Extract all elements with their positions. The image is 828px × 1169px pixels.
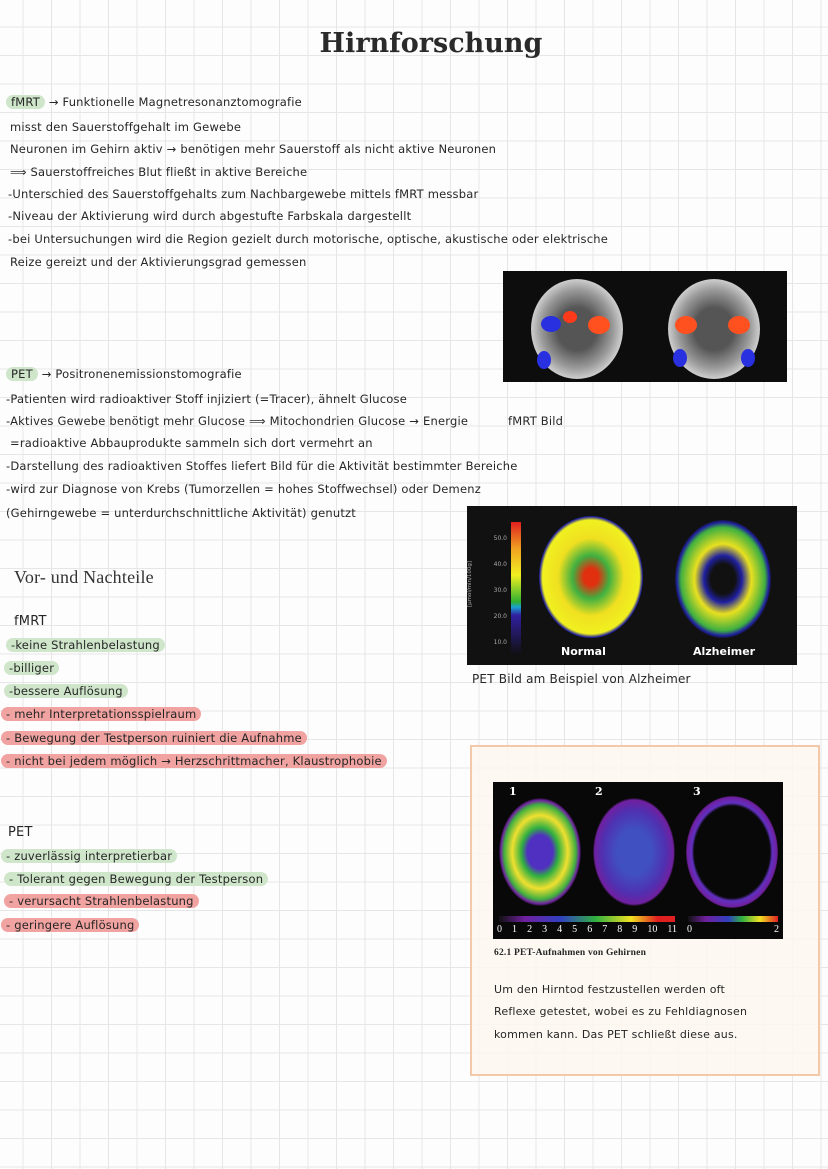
pros-cons-heading: Vor- und Nachteile xyxy=(14,567,154,587)
pro-item: -billiger xyxy=(4,661,60,675)
alzheimer-label: Alzheimer xyxy=(693,645,756,658)
pro-item: -keine Strahlenbelastung xyxy=(6,638,165,652)
fmrt-line: Reize gereizt und der Aktivierungsgrad g… xyxy=(10,255,307,269)
panel-label: 1 xyxy=(509,785,517,798)
fmrt-pros-cons-heading: fMRT xyxy=(14,614,47,629)
con-item: - mehr Interpretationsspielraum xyxy=(1,707,202,721)
fmrt-line: -Niveau der Aktivierung wird durch abges… xyxy=(8,209,412,223)
con-item: - verursacht Strahlenbelastung xyxy=(4,894,199,908)
con-item: - geringere Auflösung xyxy=(1,918,140,932)
brain-panel-3 xyxy=(686,796,778,908)
pro-item: - Tolerant gegen Bewegung der Testperson xyxy=(4,872,269,886)
fmrt-image xyxy=(503,271,787,382)
box-note-line: Reflexe getestet, wobei es zu Fehldiagno… xyxy=(494,1005,748,1018)
pet-line: -Darstellung des radioaktiven Stoffes li… xyxy=(6,459,518,473)
fmrt-line: -bei Untersuchungen wird die Region gezi… xyxy=(8,232,608,246)
brain-normal xyxy=(539,516,643,638)
fmrt-fullname: → Funktionelle Magnetresonanztomografie xyxy=(48,95,302,109)
scale-unit: [µmol/min/100g] xyxy=(467,560,474,608)
pet-fullname: → Positronenemissionstomografie xyxy=(41,367,242,381)
fmrt-image-caption: fMRT Bild xyxy=(508,414,564,428)
con-item: - nicht bei jedem möglich → Herzschrittm… xyxy=(1,754,387,768)
box-note-line: kommen kann. Das PET schließt diese aus. xyxy=(494,1028,738,1041)
box-note-line: Um den Hirntod festzustellen werden oft xyxy=(494,983,726,996)
brain-panel-2 xyxy=(593,798,675,906)
fmrt-line: -Unterschied des Sauerstoffgehalts zum N… xyxy=(8,187,479,201)
fmrt-label: fMRT xyxy=(6,95,45,109)
pet-line: -Patienten wird radioaktiver Stoff injiz… xyxy=(6,392,407,406)
fmrt-line: ⟹ Sauerstoffreiches Blut fließt in aktiv… xyxy=(10,165,308,179)
pet-line: =radioaktive Abbauprodukte sammeln sich … xyxy=(10,436,373,450)
pet-heading: PET → Positronenemissionstomografie xyxy=(6,367,242,381)
scale-bar-2 xyxy=(688,916,778,922)
normal-label: Normal xyxy=(561,645,606,658)
pet-line: -wird zur Diagnose von Krebs (Tumorzelle… xyxy=(6,482,481,496)
figure-caption: 62.1 PET-Aufnahmen von Gehirnen xyxy=(494,948,647,958)
pet-line: (Gehirngewebe = unterdurchschnittliche A… xyxy=(6,506,356,520)
fmrt-heading: fMRT → Funktionelle Magnetresonanztomogr… xyxy=(6,95,302,109)
pet-pros-cons-heading: PET xyxy=(8,825,33,840)
pet-image-caption: PET Bild am Beispiel von Alzheimer xyxy=(472,672,691,686)
pet-line: -Aktives Gewebe benötigt mehr Glucose ⟹ … xyxy=(6,414,469,428)
panel-label: 2 xyxy=(595,785,603,798)
panel-label: 3 xyxy=(693,785,701,798)
pro-item: - zuverlässig interpretierbar xyxy=(1,849,178,863)
fmrt-line: misst den Sauerstoffgehalt im Gewebe xyxy=(10,120,242,134)
fmrt-line: Neuronen im Gehirn aktiv → benötigen meh… xyxy=(10,142,497,156)
pro-item: -bessere Auflösung xyxy=(4,684,128,698)
con-item: - Bewegung der Testperson ruiniert die A… xyxy=(1,731,307,745)
pet-label: PET xyxy=(6,367,38,381)
brain-alzheimer xyxy=(675,520,771,638)
scale-bar-1 xyxy=(499,916,675,922)
brain-panel-1 xyxy=(499,798,581,906)
page-title: Hirnforschung xyxy=(319,28,543,59)
color-scale xyxy=(511,522,521,655)
